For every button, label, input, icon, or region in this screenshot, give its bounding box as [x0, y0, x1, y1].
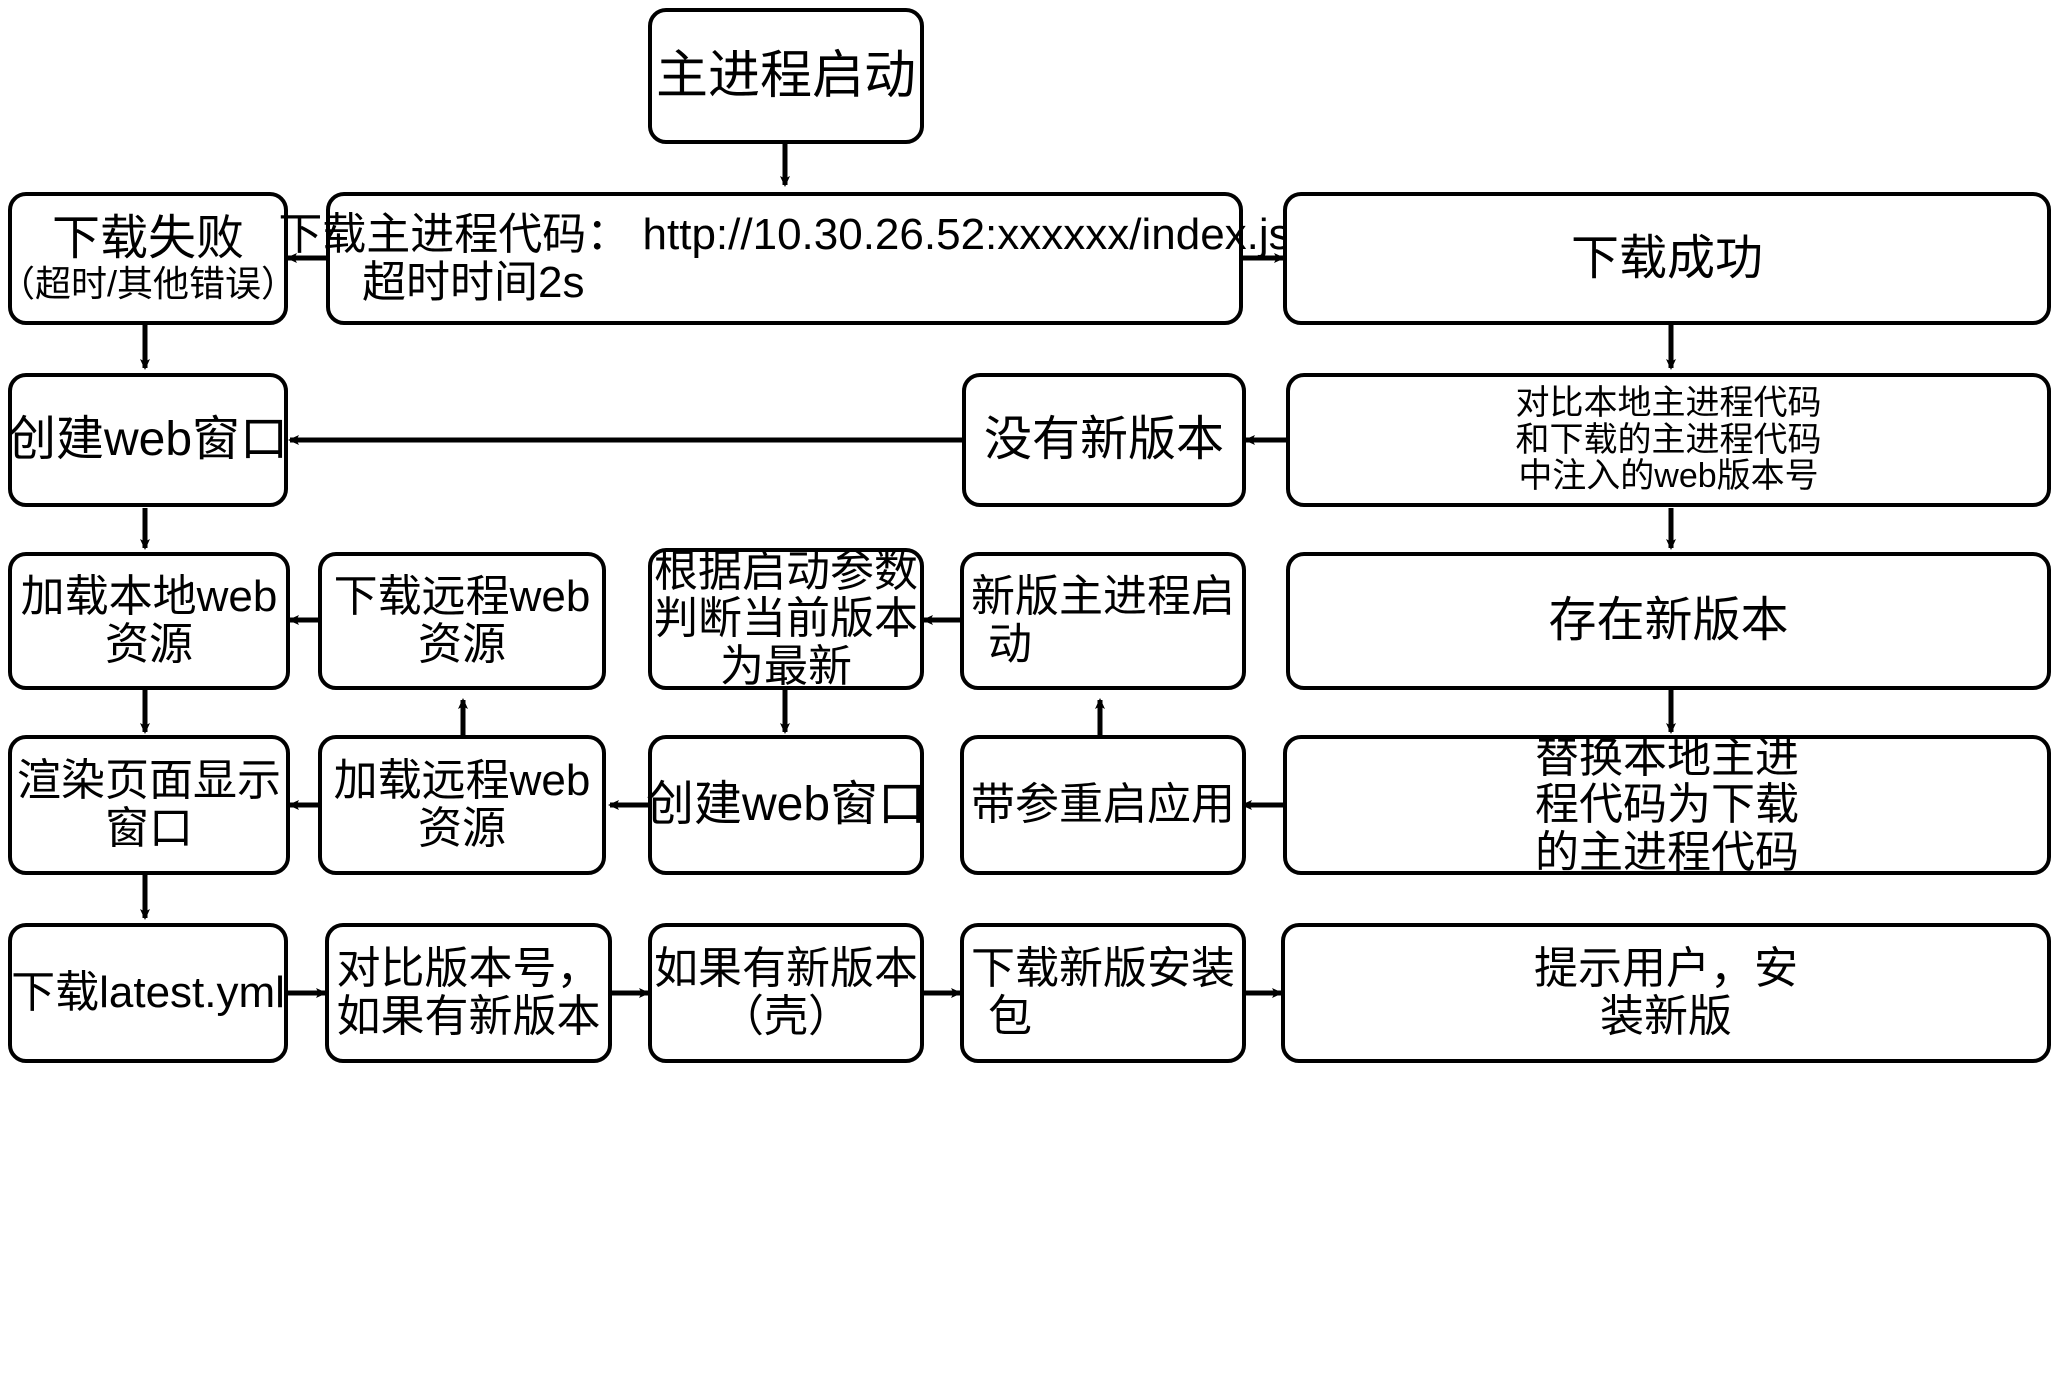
node-judge-latest-by-args-line2: 判断当前版本	[654, 594, 918, 644]
node-if-new-version-shell[interactable]: 如果有新版本 （壳）	[648, 923, 924, 1063]
node-create-web-window-1-line1: 创建web窗口	[7, 413, 289, 467]
node-download-main-code-line1: 下载主进程代码： http://10.30.26.52:xxxxxx/index…	[278, 209, 1291, 259]
node-if-new-version-shell-line2: （壳）	[720, 992, 852, 1041]
node-prompt-user-install-line1: 提示用户，安	[1534, 944, 1798, 994]
node-download-remote-web-line1: 下载远程web	[333, 572, 591, 622]
node-has-new-version-line1: 存在新版本	[1548, 594, 1789, 648]
node-restart-with-args[interactable]: 带参重启应用	[960, 735, 1246, 875]
node-download-fail-line1: 下载失败	[51, 212, 244, 266]
node-restart-with-args-line1: 带参重启应用	[971, 780, 1235, 830]
node-judge-latest-by-args-line3: 为最新	[720, 641, 852, 691]
node-compare-web-version-line2: 和下载的主进程代码	[1515, 420, 1822, 459]
node-download-new-installer-line1: 下载新版安装	[971, 944, 1235, 994]
node-load-remote-web-line2: 资源	[418, 804, 506, 853]
node-if-new-version-shell-line1: 如果有新版本	[654, 944, 918, 994]
node-load-remote-web[interactable]: 加载远程web 资源	[318, 735, 606, 875]
node-load-local-web-line1: 加载本地web	[20, 572, 278, 622]
node-new-main-process-start[interactable]: 新版主进程启 动	[960, 552, 1246, 690]
node-render-page-window[interactable]: 渲染页面显示 窗口	[8, 735, 290, 875]
node-replace-local-main-code[interactable]: 替换本地主进 程代码为下载 的主进程代码	[1283, 732, 2051, 877]
node-compare-web-version[interactable]: 对比本地主进程代码 和下载的主进程代码 中注入的web版本号	[1286, 373, 2051, 507]
node-main-process-start[interactable]: 主进程启动	[648, 8, 924, 144]
node-new-main-process-start-line2: 动	[988, 620, 1032, 669]
node-create-web-window-2-line1: 创建web窗口	[645, 778, 927, 832]
node-download-fail-line2: （超时/其他错误）	[0, 262, 298, 304]
node-has-new-version[interactable]: 存在新版本	[1286, 552, 2051, 690]
node-create-web-window-2[interactable]: 创建web窗口	[645, 735, 927, 875]
node-compare-version-no[interactable]: 对比版本号， 如果有新版本	[325, 923, 612, 1063]
node-download-success-line1: 下载成功	[1570, 231, 1763, 285]
node-download-remote-web-line2: 资源	[418, 620, 506, 669]
node-load-remote-web-line1: 加载远程web	[333, 756, 591, 806]
node-download-fail[interactable]: 下载失败 （超时/其他错误）	[0, 192, 297, 325]
node-compare-version-no-line2: 如果有新版本	[336, 992, 601, 1041]
node-compare-version-no-line1: 对比版本号，	[336, 944, 601, 994]
node-judge-latest-by-args-line1: 根据启动参数	[654, 546, 918, 596]
node-compare-web-version-line3: 中注入的web版本号	[1518, 457, 1819, 496]
node-replace-local-main-code-line3: 的主进程代码	[1535, 827, 1799, 877]
node-compare-web-version-line1: 对比本地主进程代码	[1515, 383, 1822, 422]
node-download-latest-yml[interactable]: 下载latest.yml	[8, 923, 288, 1063]
node-download-success[interactable]: 下载成功	[1283, 192, 2051, 325]
node-prompt-user-install-line2: 装新版	[1600, 992, 1732, 1041]
node-download-latest-yml-line1: 下载latest.yml	[11, 968, 285, 1018]
node-download-main-code[interactable]: 下载主进程代码： http://10.30.26.52:xxxxxx/index…	[278, 192, 1291, 325]
node-main-process-start-line1: 主进程启动	[656, 46, 917, 105]
node-download-new-installer[interactable]: 下载新版安装 包	[960, 923, 1246, 1063]
node-download-remote-web[interactable]: 下载远程web 资源	[318, 552, 606, 690]
node-replace-local-main-code-line1: 替换本地主进	[1535, 732, 1799, 782]
node-download-main-code-line2: 超时时间2s	[362, 257, 585, 307]
node-create-web-window-1[interactable]: 创建web窗口	[8, 373, 288, 507]
node-download-new-installer-line2: 包	[988, 992, 1032, 1041]
node-replace-local-main-code-line2: 程代码为下载	[1535, 780, 1799, 830]
node-load-local-web[interactable]: 加载本地web 资源	[8, 552, 290, 690]
node-prompt-user-install[interactable]: 提示用户，安 装新版	[1281, 923, 2051, 1063]
node-no-new-version-line1: 没有新版本	[983, 413, 1224, 467]
node-judge-latest-by-args[interactable]: 根据启动参数 判断当前版本 为最新	[648, 548, 924, 690]
node-no-new-version[interactable]: 没有新版本	[962, 373, 1246, 507]
node-render-page-window-line1: 渲染页面显示	[17, 756, 281, 806]
node-render-page-window-line2: 窗口	[105, 804, 193, 853]
node-load-local-web-line2: 资源	[105, 620, 193, 669]
node-new-main-process-start-line1: 新版主进程启	[971, 572, 1235, 622]
